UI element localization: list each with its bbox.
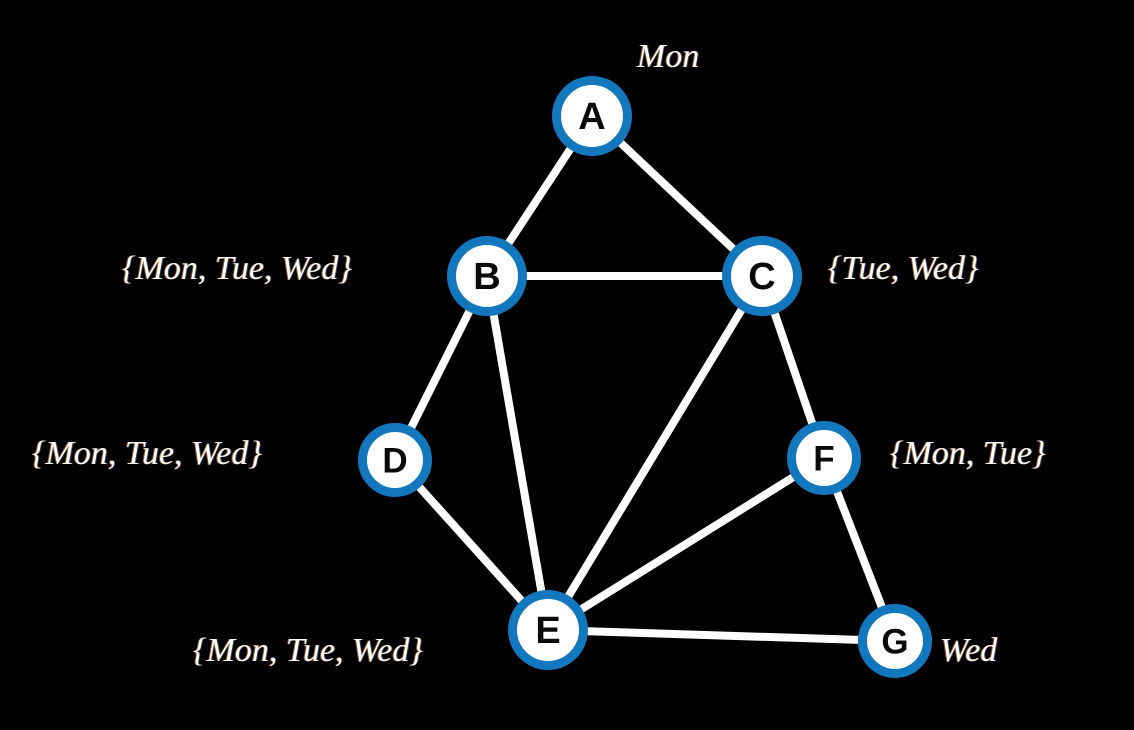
node-label-e: E [535, 610, 560, 652]
edge-b-e [483, 272, 552, 634]
domain-label-c: {Tue, Wed} [828, 250, 979, 287]
node-label-b: B [473, 256, 500, 298]
domain-label-b: {Mon, Tue, Wed} [122, 250, 352, 287]
node-e[interactable]: E [508, 590, 588, 670]
node-g[interactable]: G [858, 604, 932, 678]
node-circle-a [552, 76, 632, 156]
node-label-g: G [881, 623, 908, 662]
node-circle-b [447, 236, 527, 316]
edge-e-g [544, 626, 899, 645]
edge-e-f [544, 454, 828, 634]
node-label-c: C [748, 256, 775, 298]
edges-group [391, 112, 899, 645]
node-circle-d [358, 423, 432, 497]
node-circle-c [722, 236, 802, 316]
domain-label-g: Wed [940, 632, 998, 669]
domain-label-e: {Mon, Tue, Wed} [193, 632, 423, 669]
domain-label-d: {Mon, Tue, Wed} [32, 435, 262, 472]
domain-label-a: Mon [637, 38, 700, 75]
domain-label-f: {Mon, Tue} [890, 435, 1046, 472]
node-c[interactable]: C [722, 236, 802, 316]
node-b[interactable]: B [447, 236, 527, 316]
node-a[interactable]: A [552, 76, 632, 156]
node-label-f: F [813, 440, 834, 479]
edge-c-e [544, 272, 766, 634]
node-circle-f [787, 421, 861, 495]
node-circle-e [508, 590, 588, 670]
node-circle-g [858, 604, 932, 678]
node-label-d: D [382, 442, 407, 481]
node-label-a: A [578, 96, 605, 138]
nodes-group: A B C D E F G [358, 76, 932, 678]
node-d[interactable]: D [358, 423, 432, 497]
node-f[interactable]: F [787, 421, 861, 495]
